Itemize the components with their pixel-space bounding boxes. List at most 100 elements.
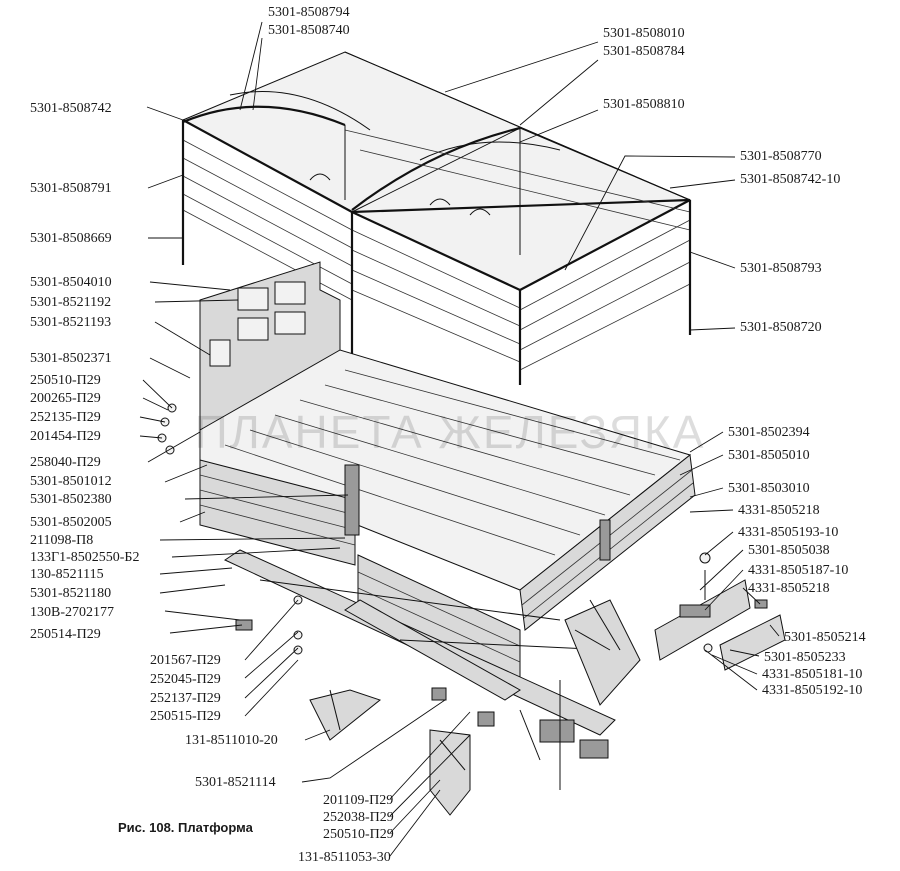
leader-line	[704, 531, 734, 556]
part-label: 201567-П29	[150, 653, 221, 668]
part-label: 131-8511010-20	[185, 733, 278, 748]
part-label: 5301-8521193	[30, 315, 111, 330]
leader-line	[689, 327, 736, 331]
leader-line	[301, 699, 446, 783]
part-label: 250510-П29	[323, 827, 394, 842]
leader-line	[704, 569, 744, 611]
part-labels: 5301-8508794 5301-8508740 5301-8508010 5301…	[30, 5, 866, 865]
part-label: 5301-8502371	[30, 351, 112, 366]
leader-line	[149, 281, 231, 291]
leader-line	[689, 431, 724, 453]
part-label: 5301-8502380	[30, 492, 112, 507]
leader-line	[699, 549, 744, 591]
part-label: 131-8511053-30	[298, 850, 391, 865]
leader-line	[244, 647, 299, 699]
leader-line	[444, 41, 599, 93]
part-label: 5301-8502394	[728, 425, 810, 440]
part-label: 4331-8505181-10	[762, 667, 862, 682]
leader-line	[244, 631, 299, 679]
part-label: 5301-8502005	[30, 515, 112, 530]
leader-line	[171, 547, 341, 558]
leader-line	[669, 179, 736, 189]
part-label: 5301-8505233	[764, 650, 846, 665]
leader-line	[149, 357, 191, 379]
leader-line	[689, 487, 724, 498]
part-label: 5301-8508742-10	[740, 172, 840, 187]
part-label: 252137-П29	[150, 691, 221, 706]
part-label: 5301-8521180	[30, 586, 111, 601]
cargo-body	[199, 261, 696, 696]
part-label: 130-8521115	[30, 567, 104, 582]
leader-line	[689, 251, 736, 269]
part-label: 252045-П29	[150, 672, 221, 687]
part-label: 252135-П29	[30, 410, 101, 425]
part-label: 200265-П29	[30, 391, 101, 406]
part-label: 133Г1-8502550-Б2	[30, 550, 139, 565]
part-label: 5301-8508742	[30, 101, 112, 116]
part-label: 250515-П29	[150, 709, 221, 724]
part-label: 250510-П29	[30, 373, 101, 388]
leader-line	[389, 711, 471, 800]
part-label: 5301-8508740	[268, 23, 350, 38]
leader-line	[519, 59, 599, 126]
part-label: 5301-8508810	[603, 97, 685, 112]
part-label: 5301-8503010	[728, 481, 810, 496]
part-label: 5301-8521192	[30, 295, 111, 310]
leader-line	[389, 734, 471, 817]
part-label: 5301-8501012	[30, 474, 112, 489]
leader-line	[711, 654, 758, 675]
part-label: 5301-8505010	[728, 448, 810, 463]
leader-line	[239, 21, 263, 111]
leader-line	[244, 599, 299, 661]
part-label: 5301-8508010	[603, 26, 685, 41]
part-label: 4331-8505193-10	[738, 525, 838, 540]
leader-line	[179, 511, 206, 523]
leader-line	[729, 649, 760, 657]
part-label: 252038-П29	[323, 810, 394, 825]
leader-line	[147, 431, 201, 463]
leader-line	[184, 494, 349, 500]
tailgate-latch	[654, 552, 786, 671]
leader-line	[154, 321, 211, 356]
leader-line	[159, 567, 233, 575]
part-label: 258040-П29	[30, 455, 101, 470]
leader-line	[244, 659, 299, 717]
leader-line	[159, 584, 226, 594]
figure-caption: Рис. 108. Платформа	[118, 820, 254, 835]
part-label: 5301-8508794	[268, 5, 350, 20]
leader-line	[139, 435, 163, 439]
leader-line	[164, 610, 241, 621]
leader-line	[704, 649, 758, 691]
mudguards	[309, 599, 641, 816]
leader-line	[142, 397, 169, 411]
leader-line	[169, 624, 243, 634]
part-label: 4331-8505192-10	[762, 683, 862, 698]
leader-line	[389, 789, 441, 857]
leader-line	[154, 299, 239, 303]
part-label: 5301-8508791	[30, 181, 112, 196]
leader-line	[147, 174, 184, 189]
part-label: 4331-8505218	[748, 581, 830, 596]
part-label: 201454-П29	[30, 429, 101, 444]
part-label: 4331-8505187-10	[748, 563, 848, 578]
leader-line	[146, 106, 184, 121]
part-label: 201109-П29	[323, 793, 393, 808]
leader-line	[519, 109, 599, 143]
leader-line	[159, 537, 346, 541]
part-label: 5301-8521114	[195, 775, 276, 790]
leader-line	[304, 729, 331, 741]
leader-line	[389, 779, 441, 834]
part-label: 5301-8505214	[784, 630, 866, 645]
part-label: 211098-П8	[30, 533, 93, 548]
part-label: 4331-8505218	[738, 503, 820, 518]
leader-line	[142, 379, 173, 409]
leader-line	[139, 416, 166, 423]
part-label: 5301-8504010	[30, 275, 112, 290]
canopy-frame	[181, 51, 692, 385]
part-label: 5301-8508720	[740, 320, 822, 335]
part-label: 5301-8508669	[30, 231, 112, 246]
leader-line	[689, 509, 734, 513]
leader-line	[679, 454, 724, 476]
part-label: 250514-П29	[30, 627, 101, 642]
